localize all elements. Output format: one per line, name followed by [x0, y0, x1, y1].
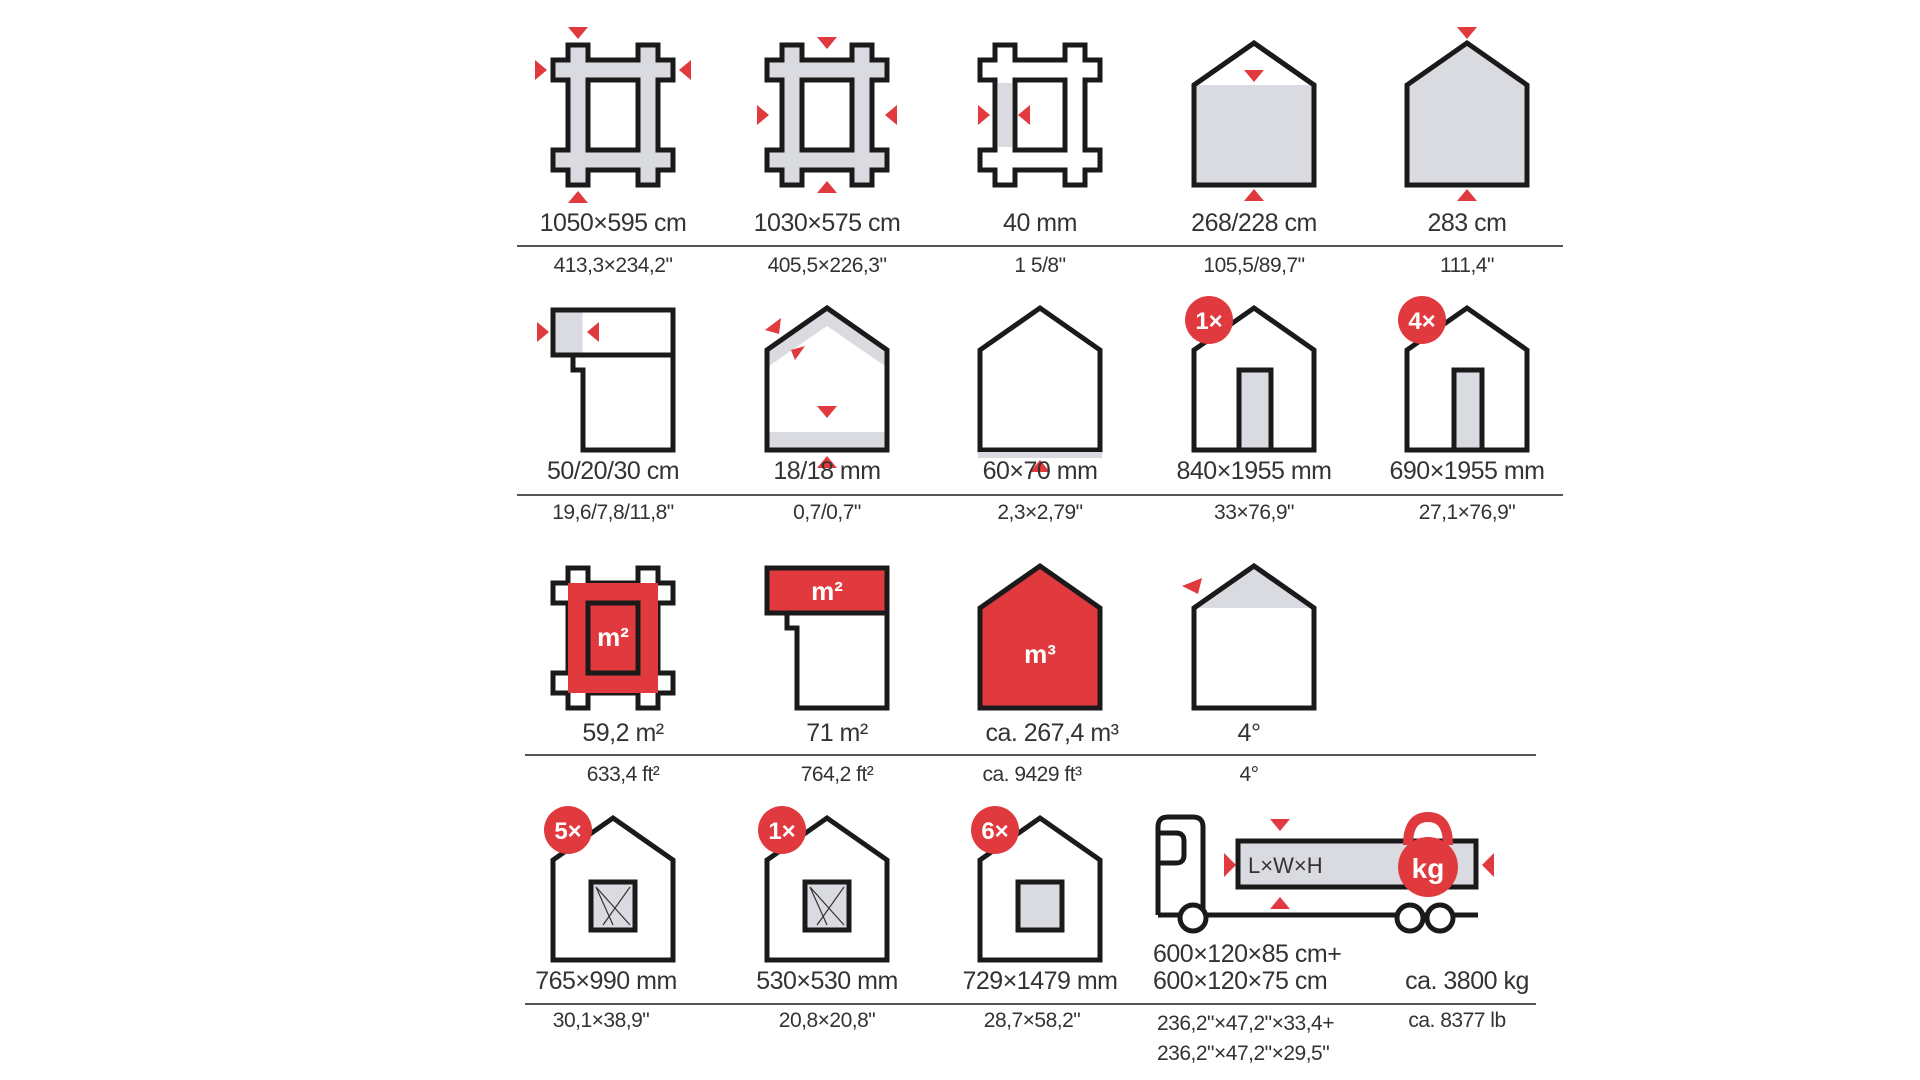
quantity-badge-text: 1× — [1195, 308, 1222, 335]
divider — [525, 754, 1536, 756]
spec-secondary: 111,4" — [1440, 254, 1494, 277]
spec-primary: 50/20/30 cm — [546, 457, 680, 485]
shipping-dimensions: 600×120×85 cm+ 600×120×75 cm — [1153, 940, 1342, 995]
spec-primary: 1030×575 cm — [753, 209, 901, 237]
quantity-badge-text: 5× — [554, 818, 581, 845]
quantity-badge — [544, 806, 592, 854]
dimensions-label: L×W×H — [1248, 853, 1323, 878]
area-unit-text: m² — [597, 622, 629, 652]
weight-unit-text: kg — [1412, 853, 1445, 884]
spec-secondary: 413,3×234,2" — [553, 254, 673, 277]
spec-secondary: 1 5/8" — [1014, 254, 1066, 277]
roof-area-icon: m² — [764, 565, 890, 711]
frame-inner-dimensions-icon — [757, 37, 897, 193]
divider — [525, 1003, 1536, 1005]
spec-secondary: 633,4 ft² — [586, 763, 660, 786]
roof-pitch-icon — [1182, 548, 1334, 728]
spec-primary: 60×70 mm — [982, 457, 1098, 485]
quantity-badge — [971, 806, 1019, 854]
frame-post-thickness-icon — [960, 25, 1120, 205]
spec-secondary: 4° — [1239, 763, 1259, 786]
spec-secondary: 20,8×20,8" — [778, 1009, 876, 1032]
quantity-badge — [1398, 296, 1446, 344]
spec-primary: 283 cm — [1427, 209, 1507, 237]
roof-overhang-icon — [537, 307, 676, 453]
divider — [517, 245, 1563, 247]
spec-primary: 18/18 mm — [773, 457, 881, 485]
spec-primary: 59,2 m² — [582, 719, 664, 747]
area-unit-text: m² — [811, 576, 843, 606]
shipping-dimensions-imperial: 236,2"×47,2"×33,4+ 236,2"×47,2"×29,5" — [1157, 1009, 1335, 1069]
spec-secondary: 105,5/89,7" — [1203, 254, 1305, 277]
spec-primary: 40 mm — [1003, 209, 1077, 237]
shipping-weight: ca. 3800 kg — [1405, 967, 1529, 995]
door-icon: 4× — [1398, 296, 1547, 453]
spec-primary: 690×1955 mm — [1389, 457, 1545, 485]
roof-floor-thickness-icon — [747, 290, 907, 468]
spec-secondary: 27,1×76,9" — [1418, 501, 1516, 524]
spec-secondary: 33×76,9" — [1214, 501, 1294, 524]
quantity-badge-text: 6× — [981, 818, 1008, 845]
shipping-dims-imperial-line-1: 236,2"×47,2"×33,4+ — [1157, 1012, 1335, 1035]
fixed-window-icon: 6× — [971, 806, 1120, 980]
shipping-weight-imperial: ca. 8377 lb — [1408, 1009, 1506, 1032]
spec-secondary: 764,2 ft² — [800, 763, 874, 786]
wall-height-icon — [1174, 25, 1334, 201]
quantity-badge-text: 1× — [768, 818, 795, 845]
spec-secondary: ca. 9429 ft³ — [982, 763, 1082, 786]
divider — [517, 494, 1563, 496]
spec-primary: 1050×595 cm — [539, 209, 687, 237]
door-icon: 1× — [1185, 296, 1334, 453]
shipping-dims-imperial-line-2: 236,2"×47,2"×29,5" — [1157, 1042, 1330, 1065]
spec-secondary: 405,5×226,3" — [767, 254, 887, 277]
quantity-badge — [758, 806, 806, 854]
quantity-badge-text: 4× — [1408, 308, 1435, 335]
spec-secondary: 0,7/0,7" — [793, 501, 861, 524]
spec-primary: 530×530 mm — [756, 967, 898, 995]
quantity-badge — [1185, 296, 1233, 344]
frame-outer-dimensions-icon — [535, 27, 691, 203]
foundation-icon — [960, 290, 1120, 472]
spec-primary: ca. 267,4 m³ — [985, 719, 1119, 747]
spec-primary: 4° — [1237, 719, 1261, 747]
spec-secondary: 30,1×38,9" — [552, 1009, 650, 1032]
spec-primary: 71 m² — [806, 719, 868, 747]
shipping-dims-line-2: 600×120×75 cm — [1153, 967, 1328, 995]
spec-secondary: 2,3×2,79" — [997, 501, 1083, 524]
spec-primary: 840×1955 mm — [1176, 457, 1332, 485]
spec-primary: 268/228 cm — [1191, 209, 1317, 237]
window-icon: 5× — [544, 806, 693, 980]
window-icon: 1× — [758, 806, 907, 980]
shipping-truck-icon: L×W×H kg — [1155, 811, 1494, 934]
volume-unit-text: m³ — [1024, 639, 1056, 669]
volume-icon: m³ — [960, 548, 1120, 728]
shipping-dims-line-1: 600×120×85 cm+ — [1153, 940, 1342, 968]
floor-area-icon: m² — [533, 548, 693, 728]
spec-secondary: 28,7×58,2" — [983, 1009, 1081, 1032]
ridge-height-icon — [1387, 27, 1547, 201]
spec-secondary: 19,6/7,8/11,8" — [552, 501, 674, 524]
spec-primary: 765×990 mm — [535, 967, 677, 995]
spec-primary: 729×1479 mm — [962, 967, 1118, 995]
